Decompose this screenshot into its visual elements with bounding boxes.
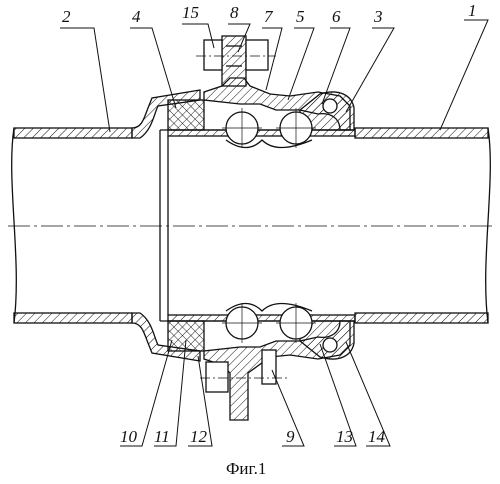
label-4: 4 [132, 7, 141, 26]
label-10: 10 [120, 427, 138, 446]
label-12: 12 [190, 427, 208, 446]
leader-2 [60, 27, 111, 133]
nut-top [245, 39, 269, 71]
inner-sleeve [159, 129, 355, 322]
label-1: 1 [468, 1, 477, 20]
pipe-2-break-line [11, 127, 17, 324]
label-14: 14 [368, 427, 386, 446]
label-13: 13 [336, 427, 353, 446]
label-15: 15 [182, 3, 199, 22]
leader-6 [321, 27, 351, 105]
label-2: 2 [62, 7, 71, 26]
leader-3 [345, 27, 395, 113]
label-9: 9 [286, 427, 295, 446]
inner-sleeve-wall-top [167, 129, 356, 137]
leader-7 [262, 27, 283, 91]
label-7: 7 [264, 7, 274, 26]
nut-bottom [205, 361, 229, 393]
leader-12 [188, 355, 213, 447]
seal-ring-4-bottom [167, 320, 205, 352]
ball-race-top [225, 139, 313, 149]
figure-caption: Фиг.1 [226, 459, 266, 478]
label-11: 11 [154, 427, 170, 446]
pipe-2-top-wall [13, 127, 133, 139]
leader-15 [182, 23, 215, 49]
seal-ring-4-top [167, 99, 205, 131]
leader-14 [345, 341, 391, 447]
bolt-9-head [261, 349, 277, 385]
pipe-1-break-line [485, 127, 491, 324]
flange-top [221, 35, 247, 87]
pipe-1-bottom-wall [354, 312, 489, 324]
wire-ring-bottom [322, 337, 338, 353]
leader-8 [228, 23, 251, 53]
label-6: 6 [332, 7, 341, 26]
leader-10 [120, 339, 173, 447]
pipe-1-top-wall [354, 127, 489, 139]
label-8: 8 [230, 3, 239, 22]
inner-sleeve-wall-bottom [167, 314, 356, 322]
pipe-2-bottom-wall [13, 312, 133, 324]
bolt-15-head [203, 39, 223, 71]
leader-5 [287, 27, 315, 101]
wire-ring-6-top [322, 98, 338, 114]
leader-9 [271, 369, 305, 447]
leader-1 [439, 19, 489, 131]
leader-4 [130, 27, 177, 109]
ball-race-bottom [225, 302, 313, 312]
label-3: 3 [373, 7, 383, 26]
leader-11 [154, 339, 187, 447]
label-5: 5 [296, 7, 305, 26]
leader-13 [319, 343, 357, 447]
